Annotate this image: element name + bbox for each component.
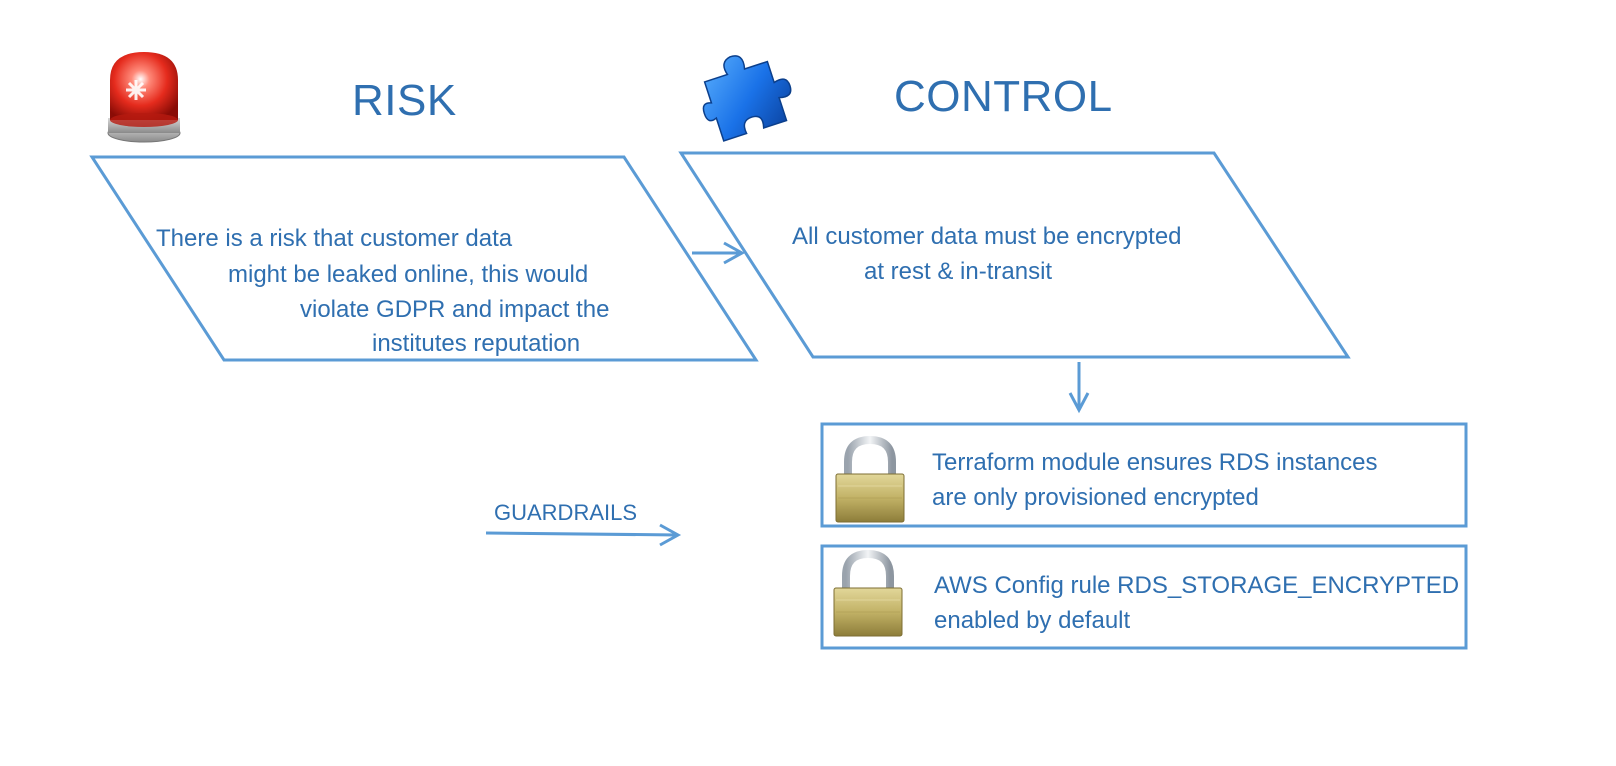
- risk-to-control-arrow: [692, 241, 746, 265]
- guardrail-1-line-2: are only provisioned encrypted: [932, 484, 1259, 511]
- risk-text-line-2: might be leaked online, this would: [228, 261, 589, 288]
- risk-heading: RISK: [352, 76, 457, 125]
- guardrail-box-2: [820, 544, 1468, 650]
- padlock-icon: [833, 549, 903, 637]
- puzzle-piece-icon: [702, 55, 792, 142]
- padlock-icon: [835, 435, 905, 523]
- risk-text-line-1: There is a risk that customer data: [156, 225, 513, 252]
- guardrail-box-1: [820, 422, 1468, 528]
- control-text-line-2: at rest & in-transit: [864, 258, 1053, 285]
- guardrail-2-line-2: enabled by default: [934, 607, 1131, 634]
- control-parallelogram: [678, 151, 1351, 359]
- guardrails-arrow: [485, 523, 682, 547]
- risk-text-line-3: violate GDPR and impact the: [300, 296, 610, 323]
- risk-parallelogram: [89, 155, 759, 362]
- control-heading: CONTROL: [894, 72, 1113, 121]
- control-text-line-1: All customer data must be encrypted: [792, 223, 1182, 250]
- risk-text-line-4: institutes reputation: [372, 330, 581, 357]
- guardrails-label: GUARDRAILS: [494, 500, 638, 525]
- siren-icon: [107, 52, 181, 143]
- guardrail-2-line-1: AWS Config rule RDS_STORAGE_ENCRYPTED: [934, 572, 1460, 599]
- guardrail-1-line-1: Terraform module ensures RDS instances: [932, 449, 1378, 476]
- control-to-guardrails-arrow: [1068, 362, 1090, 414]
